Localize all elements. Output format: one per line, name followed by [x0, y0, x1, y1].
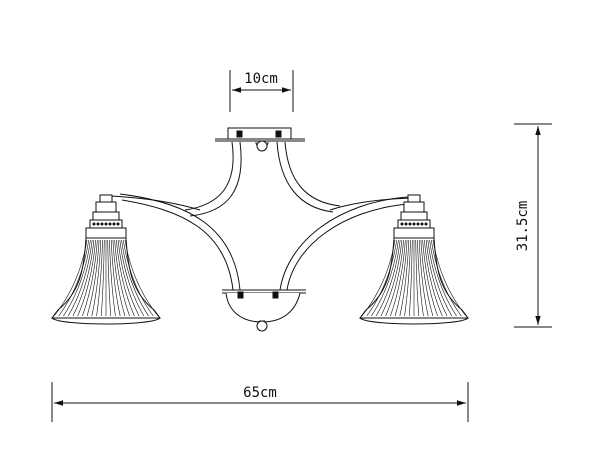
right-lamp-ribs: [361, 222, 467, 317]
dimension-label-total-width: 65cm: [243, 385, 277, 401]
dimension-base-width: [229, 70, 294, 112]
dimension-total-width: [51, 382, 469, 422]
central-bowl: [222, 289, 306, 332]
left-lamp-ribs: [53, 222, 159, 317]
ceiling-canopy: [215, 127, 305, 152]
dimension-label-total-height: 31.5cm: [515, 201, 531, 252]
lamp-frame-arms: [109, 141, 413, 291]
dimension-label-base-width: 10cm: [244, 71, 278, 87]
dimension-total-height: [514, 123, 552, 328]
